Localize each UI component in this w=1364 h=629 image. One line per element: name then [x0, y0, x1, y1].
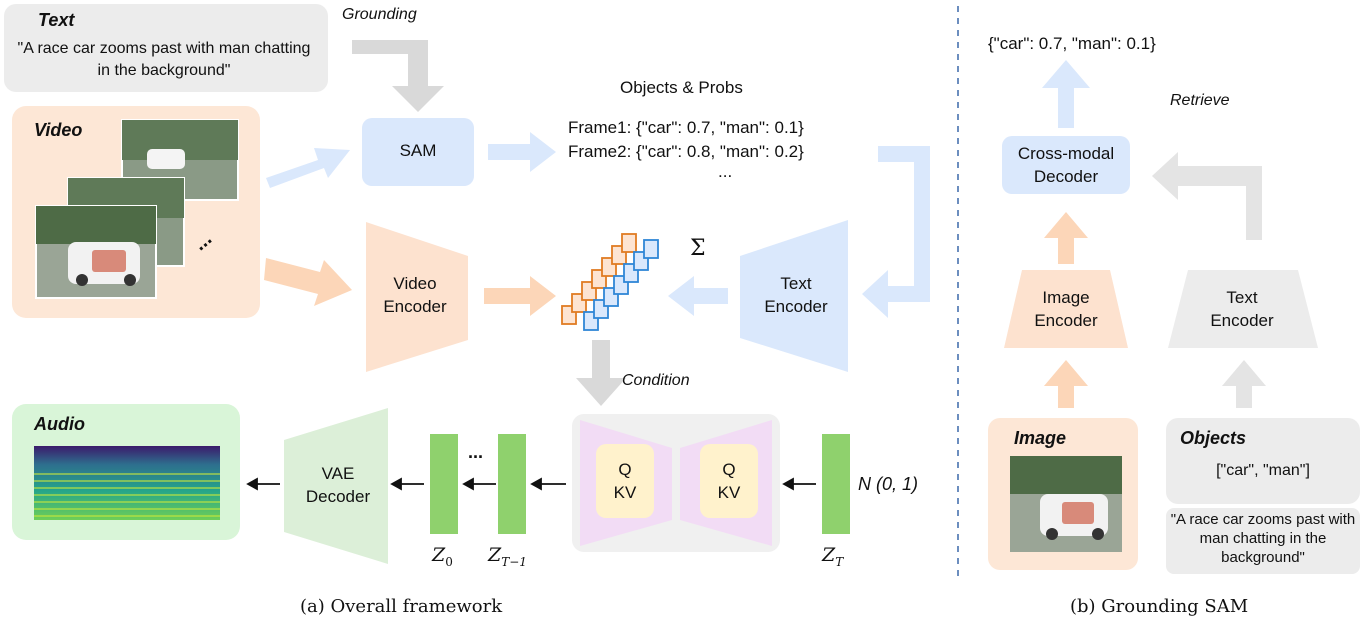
retrieve-label: Retrieve [1170, 92, 1230, 109]
cross-modal-decoder-box [1002, 136, 1130, 194]
sigma-symbol: Σ [690, 236, 706, 261]
z0-base: Z [432, 544, 446, 566]
encoder-to-embedding-arrow [484, 276, 556, 316]
latent-z0 [430, 434, 458, 534]
image-panel-title: Image [1014, 428, 1067, 448]
text-panel [4, 4, 328, 92]
sam-box [362, 118, 474, 186]
sam-label: SAM [399, 141, 437, 160]
grounding-label: Grounding [342, 6, 417, 23]
video-to-encoder-arrow [264, 258, 352, 306]
condition-arrow [576, 340, 626, 406]
unet-right-q: Q [722, 460, 736, 479]
text-encoder-to-embedding-arrow [668, 276, 728, 316]
unet-attn-left-label: Q KV [596, 458, 654, 504]
image-encoder-line2: Encoder [1034, 311, 1098, 330]
vae-decoder-shape [284, 408, 388, 564]
unet-left-kv: KV [613, 483, 637, 502]
output-arrow [1042, 60, 1090, 128]
unet-attn-left [596, 444, 654, 518]
spectrogram [34, 446, 220, 520]
cross-modal-line2: Decoder [1033, 167, 1099, 186]
vae-decoder-line2: Decoder [305, 487, 371, 506]
text-encoder-shape [740, 220, 848, 372]
video-encoder-line2: Encoder [383, 297, 447, 316]
objects-caption-panel [1166, 508, 1360, 574]
objects-to-text-encoder-arrow [862, 146, 930, 318]
image-to-encoder-arrow [1044, 360, 1088, 408]
right-text-encoder-shape [1168, 270, 1318, 348]
zt1-sub: T−1 [501, 554, 527, 569]
sam-to-objects-arrow [488, 132, 556, 172]
text-panel-title: Text [38, 10, 75, 30]
audio-panel-title: Audio [34, 414, 85, 434]
grounding-arrow [352, 40, 444, 112]
right-text-encoder-label: Text Encoder [1194, 286, 1290, 332]
objects-more: ... [718, 162, 733, 181]
zt-base: Z [822, 544, 836, 566]
video-encoder-line1: Video [393, 274, 437, 293]
objects-panel [1166, 418, 1360, 504]
latent-zt [822, 434, 850, 534]
text-encoder-line2: Encoder [764, 297, 828, 316]
zt-label: ZT [822, 544, 843, 569]
objects-list: ["car", "man"] [1216, 462, 1310, 479]
output-probs: {"car": 0.7, "man": 0.1} [988, 34, 1156, 53]
right-text-encoder-line2: Encoder [1210, 311, 1274, 330]
unet-attn-right-label: Q KV [700, 458, 758, 504]
text-encoder-line1: Text [780, 274, 812, 293]
cross-modal-line1: Cross-modal [1017, 144, 1115, 163]
text-panel-body: "A race car zooms past with man chatting… [17, 40, 311, 79]
image-encoder-to-decoder-arrow [1044, 212, 1088, 264]
unet-attn-right [700, 444, 758, 518]
caption-a: (a) Overall framework [300, 596, 503, 617]
text-encoder-label: Text Encoder [746, 272, 846, 318]
vae-decoder-label: VAE Decoder [290, 462, 386, 508]
image-thumbnail [1010, 456, 1122, 552]
zt-sub: T [835, 554, 844, 569]
embedding-stack [561, 233, 659, 331]
objects-panel-title: Objects [1180, 428, 1247, 448]
video-encoder-label: Video Encoder [370, 272, 460, 318]
objects-frame2: Frame2: {"car": 0.8, "man": 0.2} [568, 142, 804, 161]
latent-zt-minus-1 [498, 434, 526, 534]
noise-label: N (0, 1) [858, 474, 919, 494]
zt1-base: Z [488, 544, 502, 566]
unet-right-kv: KV [717, 483, 741, 502]
unet-left-q: Q [618, 460, 632, 479]
video-frames: ... [35, 119, 239, 299]
vae-decoder-line1: VAE [321, 464, 355, 483]
image-encoder-label: Image Encoder [1018, 286, 1114, 332]
objects-probs-title: Objects & Probs [620, 78, 743, 97]
cross-modal-decoder-label: Cross-modal Decoder [1002, 142, 1130, 188]
caption-b: (b) Grounding SAM [1070, 596, 1249, 617]
latent-ellipsis: ... [468, 442, 484, 462]
z0-label: Z0 [432, 544, 453, 569]
image-encoder-shape [1004, 270, 1128, 348]
denoise-arrows [246, 477, 816, 491]
objects-caption-text: "A race car zooms past with man chatting… [1170, 511, 1356, 566]
video-to-sam-arrow [266, 148, 350, 188]
right-text-encoder-line1: Text [1226, 288, 1258, 307]
z0-sub: 0 [445, 554, 453, 569]
image-encoder-line1: Image [1042, 288, 1090, 307]
retrieve-arrow [1152, 152, 1262, 240]
video-panel-title: Video [34, 120, 83, 140]
objects-to-encoder-arrow [1222, 360, 1266, 408]
zt-minus-1-label: ZT−1 [488, 544, 527, 569]
objects-frame1: Frame1: {"car": 0.7, "man": 0.1} [568, 118, 804, 137]
condition-label: Condition [622, 372, 690, 389]
video-encoder-shape [366, 222, 468, 372]
